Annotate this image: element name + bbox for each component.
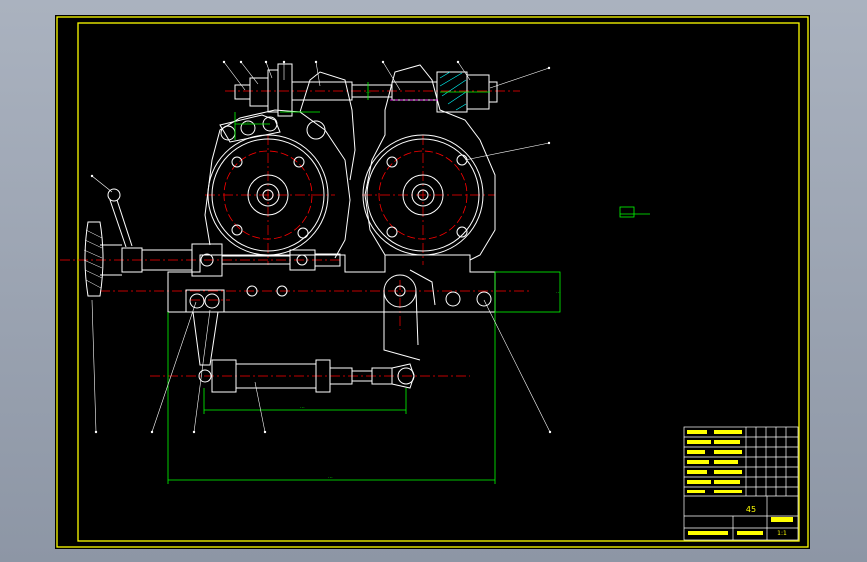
title-block (683, 426, 799, 541)
dimension-text: ... ... ... ... ... (245, 89, 561, 480)
outer-border (56, 16, 809, 548)
hatch-nut (439, 71, 467, 111)
centerlines (60, 90, 530, 377)
handwheel-assembly (84, 188, 341, 297)
base-holes (185, 269, 492, 361)
inner-border (77, 22, 800, 542)
svg-text:...: ... (556, 289, 561, 295)
svg-text:...: ... (245, 119, 250, 125)
handwheel-knurl (83, 229, 103, 289)
right-wheel (362, 134, 484, 256)
dimension-lines (167, 82, 650, 484)
svg-text:...: ... (366, 89, 371, 95)
svg-text:...: ... (328, 474, 333, 480)
left-pitch-circle (223, 150, 313, 240)
title-block-fill (687, 430, 793, 535)
machine-body (167, 63, 498, 313)
left-wheel (207, 134, 329, 256)
right-pitch-circle (378, 150, 468, 240)
svg-text:...: ... (300, 404, 305, 410)
cylinder-assembly (192, 311, 415, 393)
leader-lines (91, 61, 551, 433)
leader-dots (90, 60, 552, 434)
material-label: 45 (746, 505, 756, 514)
scale-label: 1:1 (777, 530, 787, 537)
